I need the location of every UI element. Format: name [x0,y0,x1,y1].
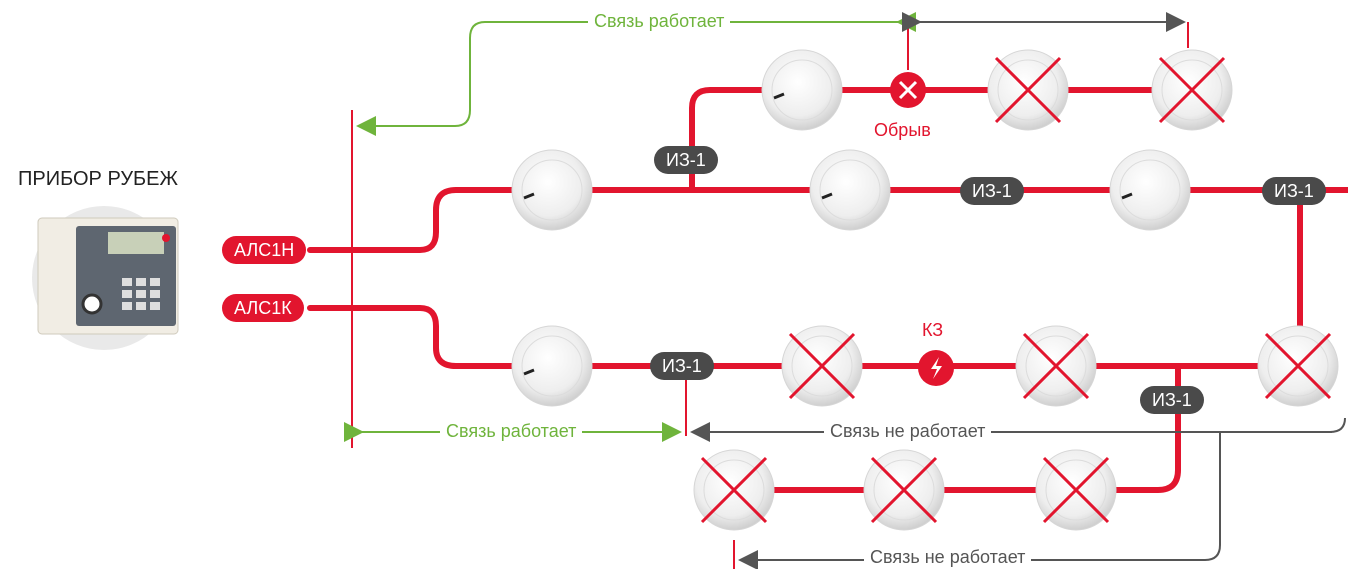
device-title: ПРИБОР РУБЕЖ [18,168,178,190]
wire-branch-bottom [727,363,1181,493]
arrow-works-top [356,12,916,136]
break-icon [890,72,926,108]
detector-failed-icon [1151,49,1233,131]
detector-failed-icon [781,325,863,407]
status-not-works-middle: Связь не работает [824,421,992,442]
isolator-label: ИЗ-1 [650,352,714,380]
status-works-bottom: Связь работает [440,421,583,442]
isolator-label: ИЗ-1 [1262,177,1326,205]
detector-failed-icon [987,49,1069,131]
break-label: Обрыв [874,120,931,140]
short-circuit-icon [918,350,954,386]
device-panel-icon [32,206,179,350]
arrow-fail-lower [738,432,1221,570]
isolator-label: ИЗ-1 [654,146,718,174]
detector-failed-icon [1015,325,1097,407]
detector-icon [761,49,843,131]
status-works-top: Связь работает [588,11,731,32]
detector-icon [511,149,593,231]
arrow-fail-bottom [1329,417,1346,433]
isolator-label: ИЗ-1 [960,177,1024,205]
wire-alc1n [307,187,1348,253]
detectors [511,49,1339,531]
detector-failed-icon [693,449,775,531]
status-not-works-bottom: Связь не работает [864,547,1032,568]
detector-icon [511,325,593,407]
detector-icon [1109,149,1191,231]
isolator-label: ИЗ-1 [1140,386,1204,414]
line-end-label: АЛС1К [222,294,304,322]
line-start-label: АЛС1Н [222,236,307,264]
detector-failed-icon [1257,325,1339,407]
short-label: КЗ [922,320,944,340]
detector-failed-icon [1035,449,1117,531]
detector-icon [809,149,891,231]
detector-failed-icon [863,449,945,531]
wire-alc1k [307,305,1303,369]
